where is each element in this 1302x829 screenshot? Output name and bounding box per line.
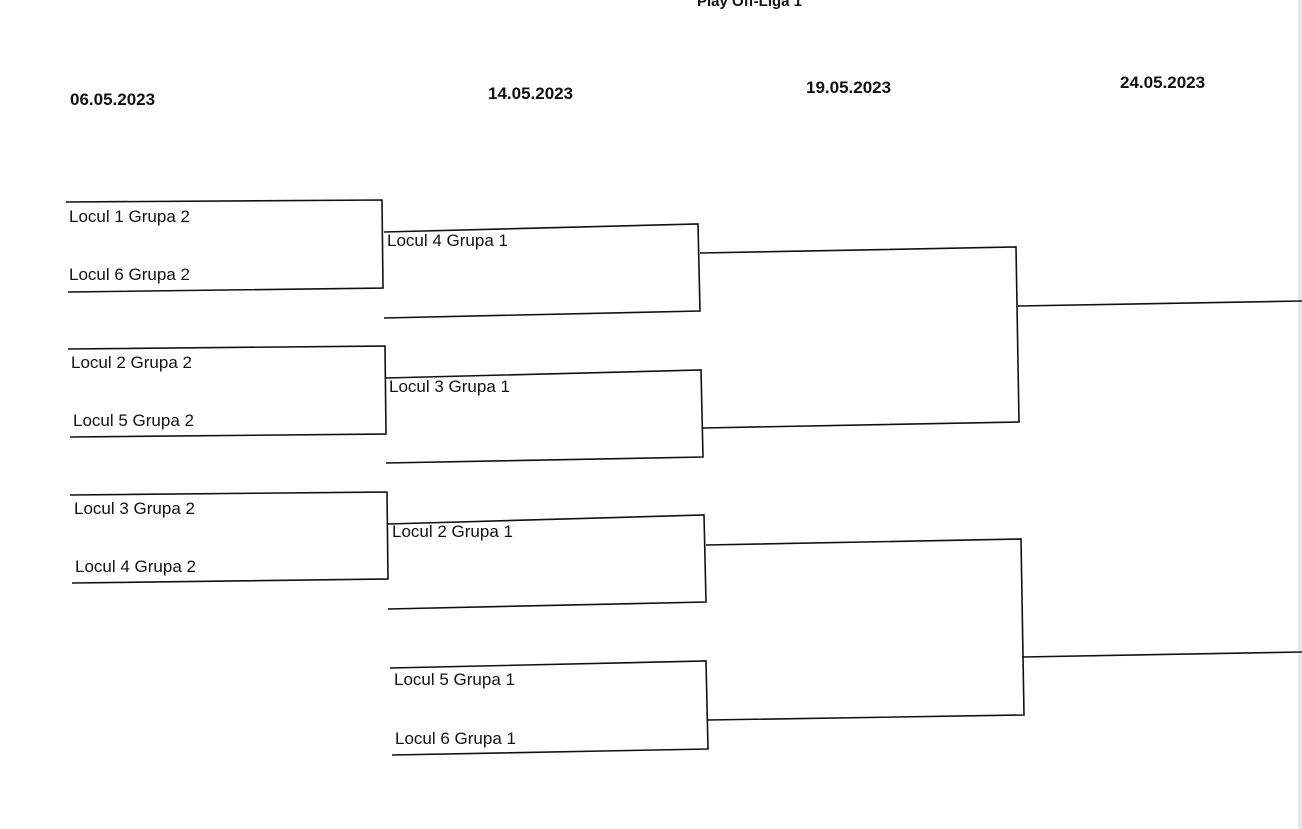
round-2-match-3-top: Locul 2 Grupa 1	[392, 522, 513, 541]
round-1-match-1-lines	[65, 199, 384, 293]
round-4-date: 24.05.2023	[1120, 73, 1206, 92]
round-2-match-1-lines	[383, 223, 701, 319]
round-2-match-2-top: Locul 3 Grupa 1	[389, 377, 510, 396]
round-1-date: 06.05.2023	[70, 90, 156, 109]
round-1-match-3-lines	[69, 491, 389, 584]
round-1-match-3-top: Locul 3 Grupa 2	[74, 499, 195, 518]
round-2-match-1-top: Locul 4 Grupa 1	[387, 231, 508, 250]
round-2-date: 14.05.2023	[488, 84, 574, 103]
round-1-match-2-lines	[67, 345, 387, 438]
round-2-match-2-lines	[385, 369, 704, 464]
round-2-match-4-lines	[389, 660, 709, 756]
round-2-match-3-lines	[387, 514, 707, 610]
round-3-date: 19.05.2023	[806, 78, 892, 97]
round-2-match-4-bottom: Locul 6 Grupa 1	[395, 729, 516, 748]
round-3-match-1-lines	[699, 246, 1020, 429]
final-line-1	[1017, 300, 1302, 307]
round-1-match-2-bottom: Locul 5 Grupa 2	[73, 411, 194, 430]
bracket-title: Play Off-Liga 1	[697, 0, 803, 10]
round-1-match-2-top: Locul 2 Grupa 2	[71, 353, 192, 372]
scan-edge	[1298, 0, 1302, 829]
round-1-match-3-bottom: Locul 4 Grupa 2	[75, 557, 196, 576]
final-line-2	[1021, 651, 1302, 658]
round-3-match-2-lines	[705, 538, 1025, 721]
round-1-match-1-bottom: Locul 6 Grupa 2	[69, 265, 190, 284]
round-2-match-4-top: Locul 5 Grupa 1	[394, 670, 515, 689]
round-1-match-1-top: Locul 1 Grupa 2	[69, 207, 190, 226]
